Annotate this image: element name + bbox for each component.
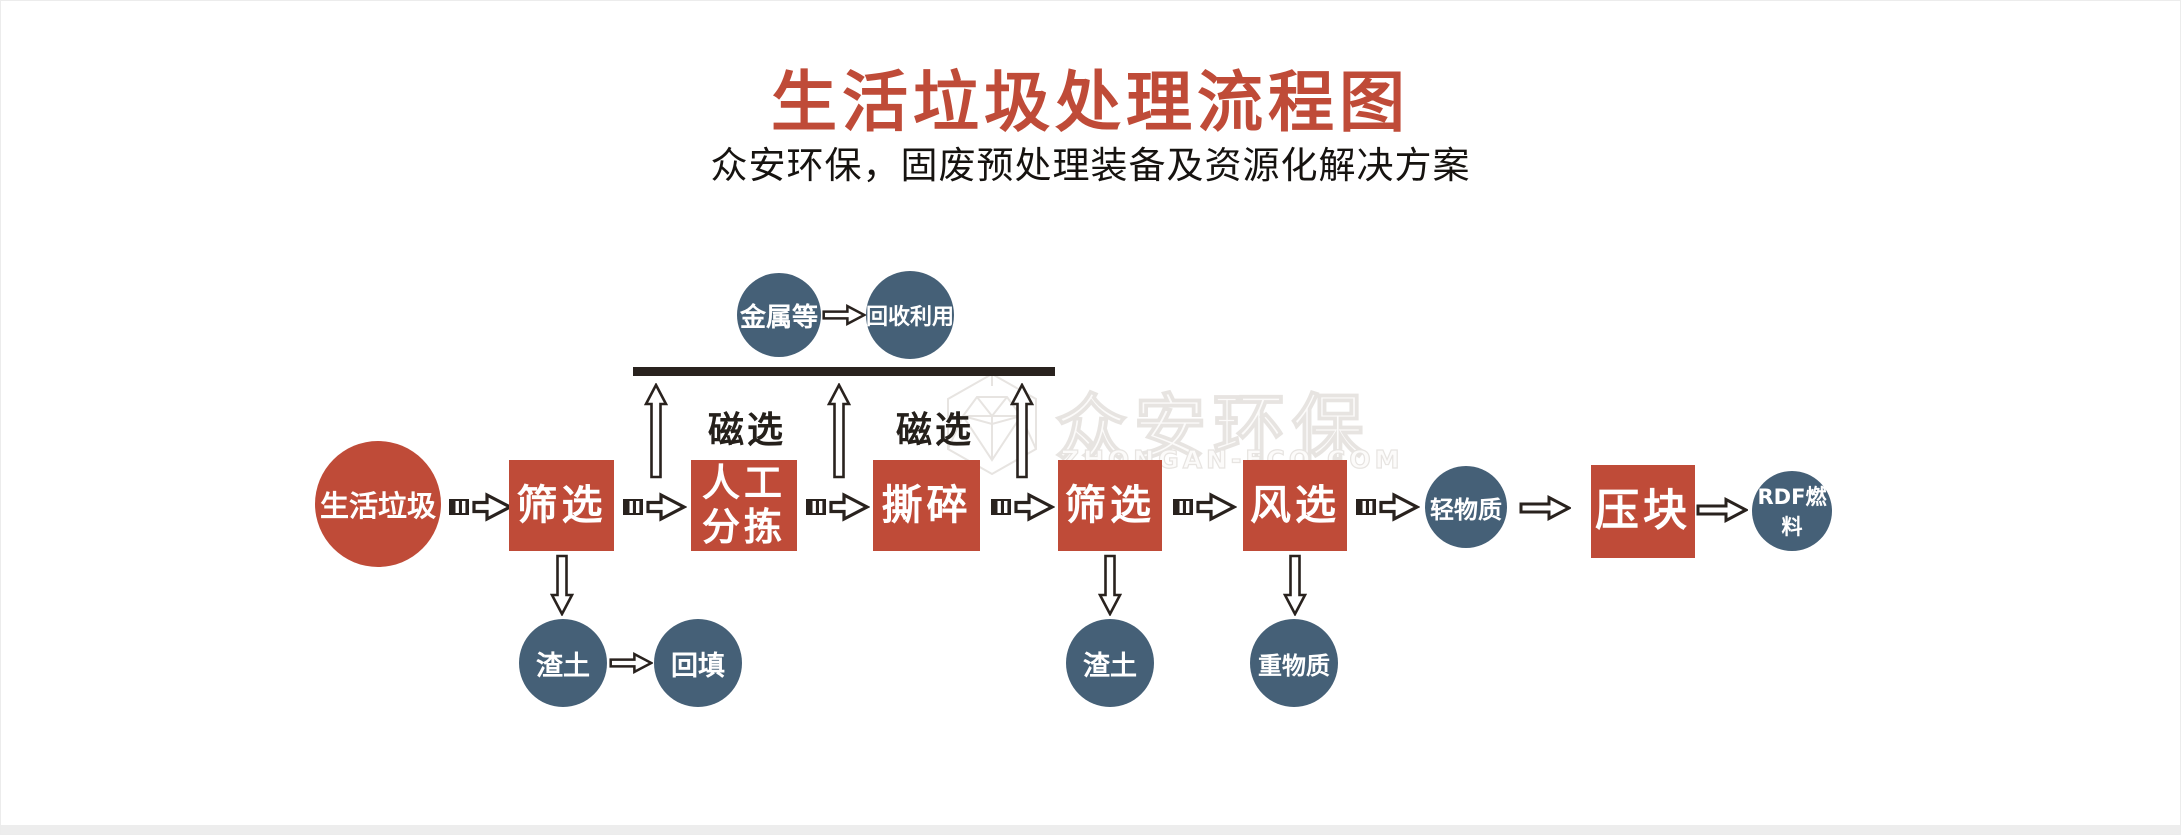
up-arrow-magnetic-2	[827, 383, 851, 479]
arrow-waste-to-screening1	[447, 492, 513, 522]
arrow-manual-to-shredding	[804, 492, 870, 522]
manual-sorting-label: 人工分拣	[701, 460, 786, 549]
node-metals: 金属等	[737, 273, 821, 357]
node-backfill: 回填	[654, 619, 742, 707]
node-manual-sorting: 人工分拣	[691, 460, 797, 551]
arrow-light-to-briquetting	[1519, 495, 1571, 521]
node-residue-2: 渣土	[1066, 619, 1154, 707]
magnetic-separation-label-2: 磁选	[895, 410, 974, 451]
node-recycling: 回收利用	[866, 271, 954, 359]
page-subtitle: 众安环保，固废预处理装备及资源化解决方案	[710, 146, 1471, 187]
node-shredding: 撕碎	[873, 460, 980, 551]
arrow-screening1-to-manual	[621, 492, 687, 522]
arrow-screening2-to-air	[1171, 492, 1237, 522]
down-arrow-screening2-residue	[1098, 554, 1122, 616]
page-title: 生活垃圾处理流程图	[771, 64, 1410, 141]
up-arrow-magnetic-3	[1010, 383, 1034, 479]
arrow-briquetting-to-rdf	[1696, 497, 1748, 523]
watermark-gem-logo-icon	[947, 372, 1037, 476]
node-screening-2: 筛选	[1058, 460, 1162, 551]
node-screening-1: 筛选	[509, 460, 614, 551]
node-briquetting: 压块	[1591, 465, 1695, 558]
node-air-separation: 风选	[1243, 460, 1347, 551]
arrow-residue-to-backfill	[609, 652, 653, 674]
down-arrow-screening1-residue	[550, 554, 574, 616]
node-heavy-material: 重物质	[1250, 619, 1338, 707]
node-rdf-fuel: RDF燃料	[1752, 471, 1832, 551]
arrow-air-to-light	[1354, 492, 1420, 522]
node-residue-1: 渣土	[519, 619, 607, 707]
magnetic-collector-line	[633, 367, 1055, 376]
down-arrow-air-heavy	[1283, 554, 1307, 616]
arrow-metals-to-recycling	[822, 303, 866, 327]
node-household-waste: 生活垃圾	[315, 441, 441, 567]
bottom-border-strip	[1, 825, 2180, 834]
magnetic-separation-label-1: 磁选	[707, 410, 786, 451]
arrow-shredding-to-screening2	[989, 492, 1055, 522]
node-light-material: 轻物质	[1425, 466, 1507, 548]
up-arrow-magnetic-1	[644, 383, 668, 479]
watermark-brand: 众安环保	[1054, 385, 1372, 471]
